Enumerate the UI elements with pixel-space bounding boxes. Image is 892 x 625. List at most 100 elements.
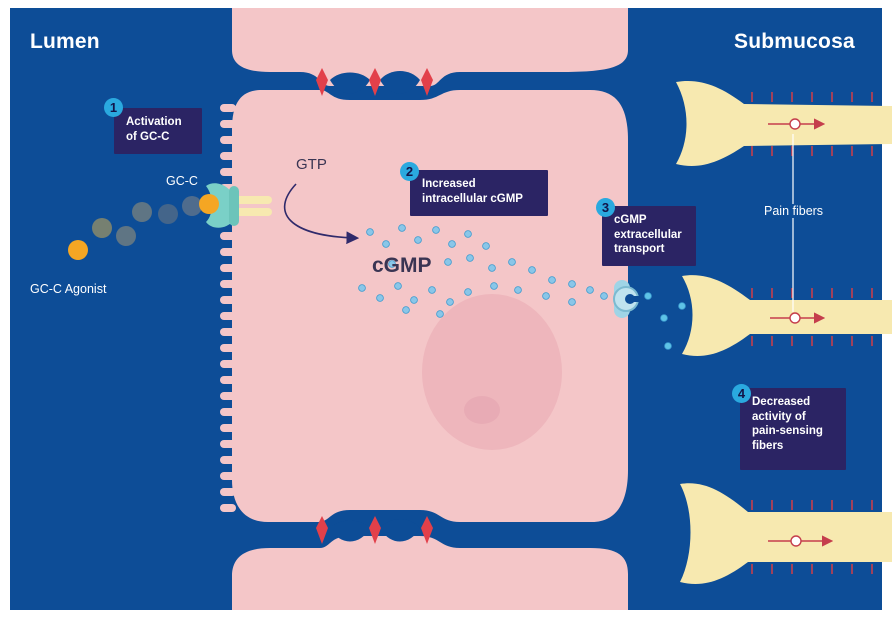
microvillus (220, 344, 236, 352)
cgmp-molecule (660, 314, 668, 322)
cgmp-molecule (600, 292, 608, 300)
cgmp-molecule (402, 306, 410, 314)
step-1-line-2: of GC-C (126, 130, 170, 143)
middle-epithelial-cell (232, 90, 628, 522)
cgmp-molecule (376, 294, 384, 302)
microvillus (220, 424, 236, 432)
microvillus (220, 504, 236, 512)
microvillus (220, 392, 236, 400)
microvillus (220, 376, 236, 384)
cgmp-molecule (548, 276, 556, 284)
step-4-line-1: Decreased (752, 396, 811, 408)
cgmp-molecule (542, 292, 550, 300)
cgmp-molecule (464, 288, 472, 296)
microvillus (220, 312, 236, 320)
bottom-epithelial-cell (232, 536, 628, 610)
microvillus (220, 232, 236, 240)
cgmp-molecule (436, 310, 444, 318)
tight-junction-bottom (316, 516, 433, 544)
cgmp-molecule (382, 240, 390, 248)
microvillus (220, 328, 236, 336)
step-2-line-2: intracellular cGMP (422, 192, 523, 205)
tight-junction-top (316, 68, 433, 96)
cgmp-molecule (398, 224, 406, 232)
step-3-line-2: extracellular (614, 228, 682, 241)
step-2-number: 2 (400, 162, 419, 181)
microvillus (220, 360, 236, 368)
step-3-line-1: cGMP (614, 214, 647, 226)
microvillus (220, 264, 236, 272)
cgmp-molecule (358, 284, 366, 292)
cgmp-molecule (428, 286, 436, 294)
cgmp-molecules (358, 224, 700, 350)
cgmp-molecule (586, 286, 594, 294)
lumen-label: Lumen (30, 30, 100, 53)
cgmp-molecule (466, 254, 474, 262)
cgmp-molecule (446, 298, 454, 306)
microvillus (220, 296, 236, 304)
cgmp-molecule (644, 292, 652, 300)
step-1-number: 1 (104, 98, 123, 117)
step-1-line-1: Activation (126, 116, 182, 128)
cgmp-molecule (410, 296, 418, 304)
cgmp-label: cGMP (372, 254, 432, 277)
cgmp-molecule (508, 258, 516, 266)
gc-c-agonist-particles (68, 194, 219, 260)
step-3-number: 3 (596, 198, 615, 217)
gc-c-label: GC-C (166, 174, 198, 188)
microvillus (220, 440, 236, 448)
microvillus (220, 280, 236, 288)
cgmp-transporter (613, 280, 640, 318)
cgmp-molecule (444, 258, 452, 266)
step-3-box: cGMP extracellular transport (602, 206, 696, 266)
pain-fiber-middle (682, 275, 892, 356)
cgmp-molecule (514, 286, 522, 294)
cgmp-molecule (664, 342, 672, 350)
cgmp-molecule (568, 298, 576, 306)
submucosa-label: Submucosa (734, 30, 855, 53)
gtp-conversion-arrow (284, 183, 360, 245)
step-4-line-3: pain-sensing (752, 425, 823, 437)
microvillus (220, 104, 236, 112)
gc-c-receptor (206, 183, 272, 228)
microvillus (220, 168, 236, 176)
nucleus (422, 294, 562, 450)
top-epithelial-cell (232, 8, 628, 86)
cgmp-molecule (488, 264, 496, 272)
microvillus (220, 488, 236, 496)
step-2-box: Increased intracellular cGMP (410, 170, 548, 216)
step-2-line-1: Increased (422, 178, 476, 190)
cgmp-molecule (432, 226, 440, 234)
gtp-label: GTP (296, 156, 327, 173)
microvillus (220, 472, 236, 480)
step-4-box: Decreased activity of pain-sensing fiber… (740, 388, 846, 470)
microvillus (220, 152, 236, 160)
cgmp-molecule (448, 240, 456, 248)
pain-fiber-bottom (680, 483, 892, 584)
microvillus (220, 408, 236, 416)
fiber-signal-arrows (768, 118, 834, 547)
cgmp-molecule (388, 260, 396, 268)
step-4-line-4: fibers (752, 439, 784, 452)
cgmp-molecule (414, 236, 422, 244)
microvillus (220, 248, 236, 256)
step-4-number: 4 (732, 384, 751, 403)
cgmp-molecule (678, 302, 686, 310)
step-4-line-2: activity of (752, 410, 806, 423)
cgmp-molecule (490, 282, 498, 290)
nerve-activity-spikes (751, 92, 873, 574)
step-3-line-3: transport (614, 243, 665, 255)
microvillus (220, 456, 236, 464)
pain-fibers-label: Pain fibers (760, 204, 828, 218)
cgmp-molecule (528, 266, 536, 274)
nucleolus (464, 396, 500, 424)
cgmp-molecule (482, 242, 490, 250)
gc-c-agonist-label: GC-C Agonist (30, 282, 107, 296)
cgmp-molecule (464, 230, 472, 238)
microvillus (220, 120, 236, 128)
microvillus (220, 136, 236, 144)
cgmp-molecule (366, 228, 374, 236)
cgmp-molecule (394, 282, 402, 290)
